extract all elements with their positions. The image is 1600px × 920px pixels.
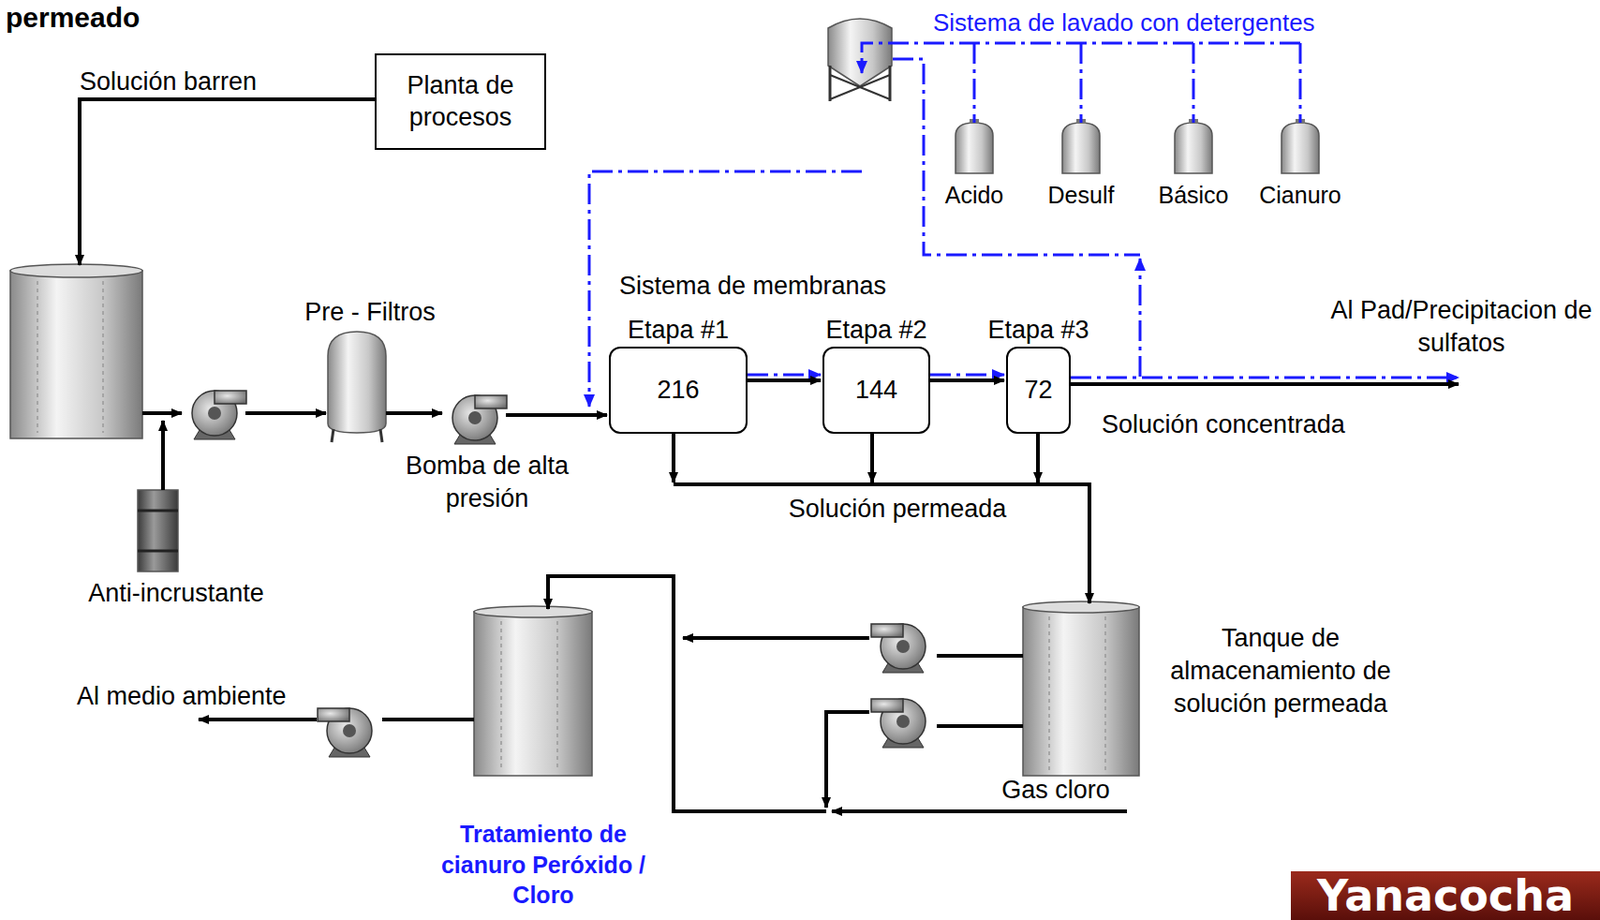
label: Bomba de alta presión [398, 449, 577, 516]
pump-eye [342, 724, 356, 738]
label: Sistema de membranas [619, 269, 887, 303]
pump-eye [207, 406, 222, 420]
label: Al Pad/Precipitacion de sulfatos [1325, 294, 1598, 360]
stage-heading: Etapa #1 [627, 314, 729, 347]
label: Desulf [1048, 179, 1115, 211]
pump-eye [896, 639, 910, 653]
membrane-count: 72 [1023, 374, 1052, 407]
stage-connector [930, 378, 1005, 383]
box-label: Planta de procesos [382, 70, 539, 134]
process-box: Planta de procesos [374, 53, 547, 150]
tank-icon [1281, 122, 1319, 174]
label: Solución concentrada [1101, 408, 1346, 442]
label: Al medio ambiente [76, 680, 287, 713]
stage-heading: Etapa #3 [987, 314, 1089, 347]
label: Tanque de almacenamiento de solución per… [1154, 622, 1408, 721]
stage-heading: Etapa #2 [825, 314, 927, 347]
pump-eye [468, 411, 482, 425]
label: Básico [1157, 179, 1229, 211]
pump-outlet [214, 390, 247, 404]
pump-eye [896, 714, 910, 728]
tank-icon [1174, 122, 1213, 174]
label: Pre - Filtros [304, 296, 436, 329]
membrane-stage: Etapa #1216 [608, 346, 748, 434]
membrane-stage: Etapa #372 [1006, 346, 1071, 434]
tank-icon [1062, 122, 1100, 174]
membrane-stage: Etapa #2144 [822, 346, 931, 434]
label: Cianuro [1259, 179, 1342, 211]
pumps [192, 390, 926, 757]
logo: Yanacocha [1290, 871, 1600, 920]
label: Sistema de lavado con detergentes [933, 7, 1316, 40]
label: Solución permeada [788, 492, 1008, 526]
process-lines [79, 99, 1459, 812]
detergent-tanks [955, 118, 1319, 174]
tank-icon [955, 122, 993, 174]
stage-connector [747, 378, 821, 383]
pump-outlet [871, 623, 904, 638]
label: Tratamiento de cianuro Peróxido / Cloro [430, 818, 656, 911]
pump-outlet [317, 708, 350, 722]
title: permeado [5, 1, 140, 34]
label: Gas cloro [1001, 773, 1111, 807]
label: Anti-incrustante [88, 577, 265, 610]
membrane-count: 216 [656, 374, 699, 407]
membrane-count: 144 [855, 374, 898, 407]
pump-outlet [474, 395, 507, 409]
label: Solución barren [79, 65, 257, 99]
pump-outlet [871, 698, 904, 712]
label: Acido [945, 179, 1005, 211]
vessels [10, 18, 1140, 776]
